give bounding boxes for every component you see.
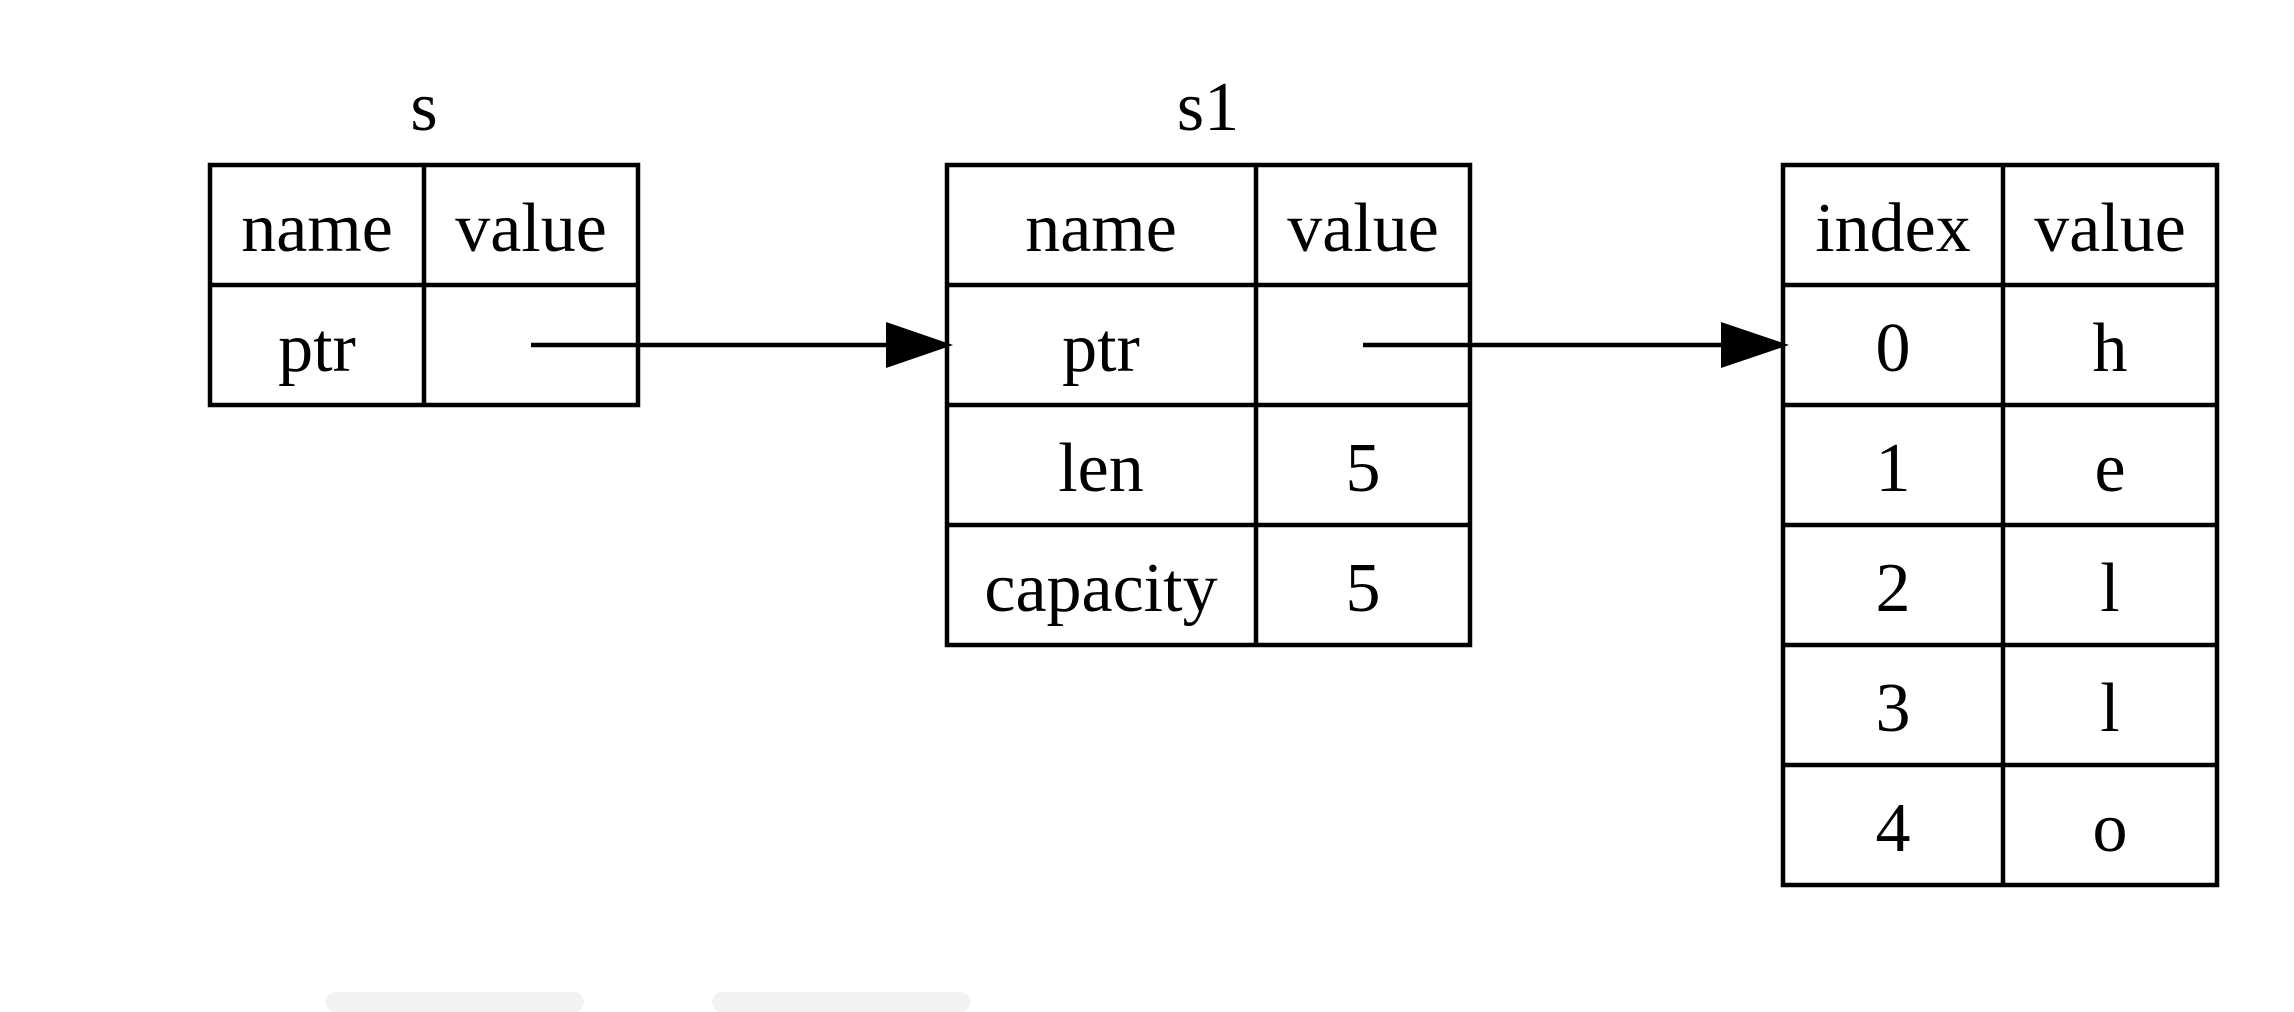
table-s1-grid	[944, 162, 1473, 648]
cropped-control-right	[712, 992, 970, 1012]
table-heap: index value 0 h 1 e 2 l 3 l 4 o	[1780, 162, 2220, 888]
table-s1-header-value: value	[1287, 190, 1439, 267]
table-s-title: s	[410, 69, 437, 146]
table-heap-value-3: l	[2100, 670, 2119, 747]
table-s1-cell-len: len	[1058, 430, 1144, 507]
table-heap-value-2: l	[2100, 550, 2119, 627]
table-heap-header-value: value	[2034, 190, 2186, 267]
table-s1-title: s1	[1177, 69, 1239, 146]
table-heap-value-0: h	[2093, 310, 2128, 387]
table-heap-value-1: e	[2094, 430, 2125, 507]
table-heap-header-index: index	[1815, 190, 1971, 267]
table-s-header-name: name	[241, 190, 393, 267]
table-heap-index-4: 4	[1876, 790, 1911, 867]
table-s1: s1 name value ptr len 5 capacity 5	[944, 69, 1473, 648]
table-s1-header-name: name	[1025, 190, 1177, 267]
arrow-s-to-s1	[531, 322, 953, 368]
arrow-s-to-s1-head	[886, 322, 953, 368]
arrow-s1-to-heap-head	[1721, 322, 1789, 368]
table-heap-index-2: 2	[1876, 550, 1911, 627]
cropped-control-left	[326, 992, 584, 1012]
table-heap-index-1: 1	[1876, 430, 1911, 507]
table-s-cell-ptr: ptr	[278, 310, 356, 387]
table-s1-cell-capacity: capacity	[984, 550, 1217, 627]
table-heap-index-3: 3	[1876, 670, 1911, 747]
table-s1-cell-len-value: 5	[1346, 430, 1381, 507]
table-heap-grid	[1780, 162, 2220, 888]
table-heap-value-4: o	[2093, 790, 2128, 867]
table-heap-index-0: 0	[1876, 310, 1911, 387]
table-s1-cell-capacity-value: 5	[1346, 550, 1381, 627]
table-s-header-value: value	[455, 190, 607, 267]
table-s1-cell-ptr: ptr	[1062, 310, 1140, 387]
table-s-grid	[207, 162, 641, 408]
arrow-s1-to-heap	[1363, 322, 1789, 368]
table-s: s name value ptr	[207, 69, 641, 408]
